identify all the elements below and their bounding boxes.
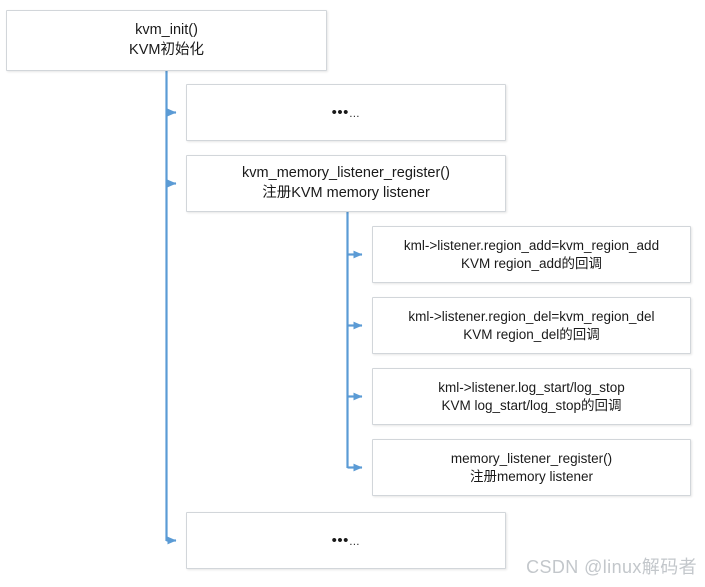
node-ellipsis-bottom-label: •••… bbox=[331, 531, 361, 549]
watermark-text: CSDN @linux解码者 bbox=[526, 557, 697, 577]
node-region-add-line1: kml->listener.region_add=kvm_region_add bbox=[403, 237, 660, 253]
node-region-del-line1: kml->listener.region_del=kvm_region_del bbox=[408, 308, 655, 324]
node-kvm-init-line1: kvm_init() bbox=[135, 22, 198, 39]
node-log-start-stop[interactable]: kml->listener.log_start/log_stop KVM log… bbox=[372, 368, 691, 425]
node-region-add[interactable]: kml->listener.region_add=kvm_region_add … bbox=[372, 226, 691, 283]
node-ellipsis-top[interactable]: •••… bbox=[186, 84, 506, 141]
node-kvm-memory-listener-register-line1: kvm_memory_listener_register() bbox=[242, 165, 450, 182]
node-kvm-init[interactable]: kvm_init() KVM初始化 bbox=[6, 10, 327, 71]
node-ellipsis-top-label: •••… bbox=[331, 103, 361, 121]
node-memory-listener-register-line1: memory_listener_register() bbox=[450, 450, 613, 466]
node-log-start-stop-line1: kml->listener.log_start/log_stop bbox=[438, 379, 625, 395]
node-kvm-memory-listener-register-line2: 注册KVM memory listener bbox=[262, 184, 430, 201]
node-region-del[interactable]: kml->listener.region_del=kvm_region_del … bbox=[372, 297, 691, 354]
node-region-del-line2: KVM region_del的回调 bbox=[463, 326, 600, 342]
node-memory-listener-register-line2: 注册memory listener bbox=[469, 468, 594, 484]
node-log-start-stop-line2: KVM log_start/log_stop的回调 bbox=[441, 397, 622, 413]
node-region-add-line2: KVM region_add的回调 bbox=[460, 255, 603, 271]
node-kvm-init-line2: KVM初始化 bbox=[129, 41, 204, 58]
node-kvm-memory-listener-register[interactable]: kvm_memory_listener_register() 注册KVM mem… bbox=[186, 155, 506, 212]
node-ellipsis-bottom[interactable]: •••… bbox=[186, 512, 506, 569]
node-memory-listener-register[interactable]: memory_listener_register() 注册memory list… bbox=[372, 439, 691, 496]
